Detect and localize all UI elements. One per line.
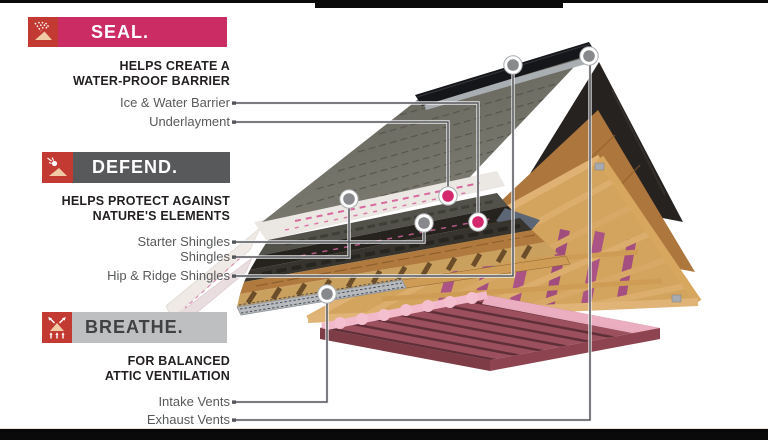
callout-lines <box>232 56 592 422</box>
defend-tagline: HELPS PROTECT AGAINST NATURE'S ELEMENTS <box>61 194 230 223</box>
seal-tagline: HELPS CREATE A WATER-PROOF BARRIER <box>72 59 230 88</box>
breathe-section-header: BREATHE. <box>42 312 227 343</box>
top-center-black-bar <box>315 0 563 8</box>
label-exhaust-vents: Exhaust Vents <box>146 412 230 427</box>
shingle-underside-band <box>258 193 508 256</box>
seal-section-header: SEAL. <box>28 17 227 47</box>
callout-dot-exhaust-vents <box>579 46 599 66</box>
breathe-tagline: FOR BALANCED ATTIC VENTILATION <box>104 354 230 383</box>
truss-gusset-plate <box>594 162 605 171</box>
label-ice-water-barrier: Ice & Water Barrier <box>119 95 230 110</box>
roof-deck-edge-band <box>240 230 545 294</box>
ridge-vent-and-cap <box>415 42 596 110</box>
seal-banner: SEAL. <box>58 17 227 47</box>
bottom-cream-line <box>0 427 768 430</box>
callout-dot-ice-water-barrier <box>468 212 488 232</box>
callout-dot-hip-ridge-shingles <box>503 55 523 75</box>
bottom-border-bar <box>0 429 768 440</box>
hail-on-roof-icon <box>42 152 73 183</box>
rain-on-roof-icon <box>28 17 58 47</box>
callout-line-shingles <box>234 199 350 258</box>
starter-shingles-band <box>244 218 532 282</box>
callout-dots <box>317 46 599 304</box>
callout-line-underlayment <box>234 121 449 196</box>
truss-gusset-plate <box>671 294 682 303</box>
label-starter-shingles: Starter Shingles <box>137 234 231 249</box>
callout-dot-starter-shingles <box>414 213 434 233</box>
label-underlayment: Underlayment <box>149 114 230 129</box>
callout-line-exhaust-vents <box>234 56 591 421</box>
callout-line-intake-vents <box>234 294 328 403</box>
callout-line-hip-ridge-shingles <box>234 65 514 277</box>
callout-dot-intake-vents <box>317 284 337 304</box>
airflow-roof-icon <box>42 312 72 343</box>
ceiling-insulation-slab <box>320 291 660 371</box>
callout-dot-shingles <box>339 189 359 209</box>
breathe-banner: BREATHE. <box>72 312 227 343</box>
defend-section-header: DEFEND. <box>42 152 230 183</box>
label-intake-vents: Intake Vents <box>158 394 230 409</box>
label-hip-ridge-shingles: Hip & Ridge Shingles <box>107 268 230 283</box>
defend-banner: DEFEND. <box>73 152 230 183</box>
callout-line-ice-water-barrier <box>234 102 479 222</box>
label-shingles: Shingles <box>180 249 230 264</box>
callout-dot-underlayment <box>438 186 458 206</box>
